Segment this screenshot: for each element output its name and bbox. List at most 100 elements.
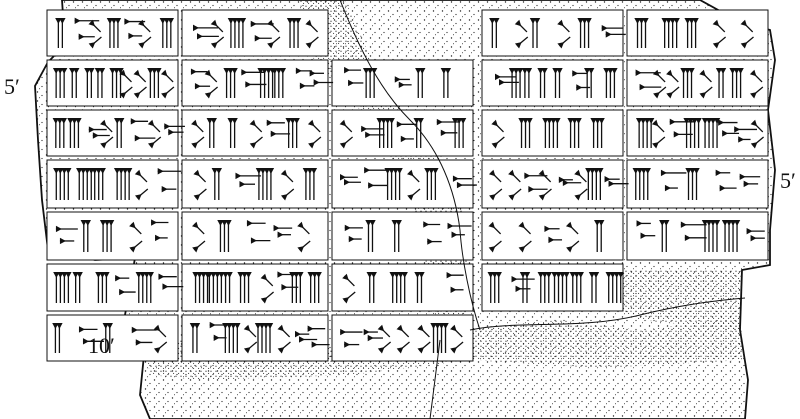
wedge-head [115,274,122,282]
wedge-head [271,68,279,74]
wedge-head [562,179,569,186]
wedge-head [313,79,320,86]
wedge-head [297,272,304,278]
wedge-head [397,272,404,278]
wedge-head [389,272,396,278]
wedge-head [537,68,544,74]
wedge-head [52,323,59,329]
wedge-head [684,18,691,24]
wedge-head [138,42,145,49]
wedge-head [558,176,565,183]
wedge-head [515,285,522,293]
ruled-cell [481,109,624,157]
wedge-head [55,18,62,24]
wedge-head [235,172,242,180]
wedge-head [339,119,347,127]
wedge-head [688,68,695,74]
wedge-head [721,220,729,226]
ruled-cell [181,109,329,157]
wedge-head [508,169,515,177]
wedge-head [340,174,347,181]
wedge-head [750,142,758,149]
wedge-head [250,237,257,244]
wedge-head [489,194,496,201]
wedge-head [725,220,733,226]
ruled-cell [46,211,179,261]
wedge-head [299,82,306,90]
wedge-head [541,68,548,74]
wedge-head [651,119,659,127]
ruled-cell [181,211,329,261]
wedge-head [365,220,372,226]
ruled-cell [46,109,179,157]
wedge-head [307,325,314,332]
wedge-head [153,347,161,354]
wedge-head [340,328,347,336]
wedge-head [396,347,404,354]
wedge-head [361,125,368,133]
ruled-cell [331,314,474,362]
wedge-head [508,194,516,201]
wedge-head [134,134,141,142]
wedge-head [713,118,721,124]
wedge-head [191,142,198,149]
wedge-head [130,118,137,125]
wedge-head [133,69,141,77]
wedge-head [103,272,110,278]
wedge-head [407,194,414,201]
wedge-head [362,68,370,74]
wedge-head [438,323,445,329]
wedge-head [279,68,287,74]
wedge-head [193,169,200,177]
ruled-cell [181,263,329,312]
wedge-head [545,272,552,278]
wedge-head [277,347,285,354]
wedge-head [440,129,447,137]
wedge-head [84,220,91,226]
wedge-head [161,92,168,99]
wedge-head [297,246,305,253]
wedge-head [396,121,403,128]
wedge-head [75,118,82,124]
wedge-head [424,168,431,174]
wedge-head [737,68,744,74]
ruled-cell [626,9,769,57]
wedge-head [245,81,252,88]
wedge-head [158,273,165,280]
wedge-head [74,17,81,24]
wedge-head [593,168,600,174]
ruled-cell [46,263,179,312]
ruled-cell [331,109,474,157]
wedge-head [297,221,304,229]
wedge-head [237,272,244,278]
wedge-head [592,272,600,278]
wedge-head [526,118,533,124]
wedge-head [436,118,443,126]
wedge-head [98,68,106,74]
wedge-head [719,68,727,74]
wedge-head [511,275,518,283]
wedge-head [369,220,376,226]
wedge-head [514,42,522,49]
wedge-head [213,334,220,341]
wedge-head [342,273,349,281]
wedge-head [712,19,720,27]
wedge-head [241,272,248,278]
wedge-head [639,83,646,91]
wedge-head [407,169,414,177]
wedge-head [209,321,216,329]
wedge-head [125,168,133,174]
wedge-head [673,18,680,24]
wedge-head [743,180,750,188]
wedge-head [663,220,670,226]
wedge-head [653,92,660,99]
wedge-head [107,220,115,226]
crack-line [339,0,481,331]
wedge-head [538,169,545,177]
wedge-head [168,128,175,136]
wedge-head [423,221,430,228]
wedge-head [446,271,453,279]
wedge-head [194,83,201,90]
wedge-head [514,19,522,27]
wedge-head [267,168,275,174]
